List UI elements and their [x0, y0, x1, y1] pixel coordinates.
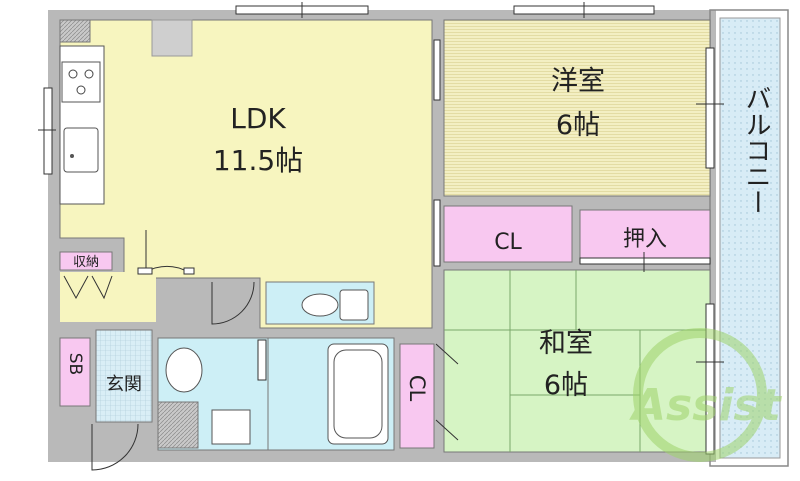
oshiire: [579, 209, 711, 261]
door-jamb: [137, 267, 153, 275]
tatami-lines: [444, 270, 710, 452]
pillar: [151, 19, 193, 57]
pipe-shaft-2: [157, 401, 199, 449]
wash-basin: [165, 347, 203, 393]
oshiire-label: 押入: [623, 227, 667, 252]
bathtub-inner: [333, 349, 383, 439]
ldk-room: [59, 19, 433, 329]
ldk-size: 11.5帖: [213, 144, 303, 177]
western-name: 洋室: [551, 66, 605, 97]
shuno-label: 収納: [73, 255, 99, 270]
stove: [61, 61, 101, 103]
japanese-name: 和室: [539, 328, 593, 359]
sink: [63, 127, 99, 173]
washer-pan: [211, 409, 251, 445]
closet-upper-label: CL: [494, 230, 522, 255]
genkan: [95, 329, 153, 423]
western-size: 6帖: [556, 110, 600, 141]
closet-upper: [443, 205, 573, 263]
balcony-label: バルコニー: [741, 85, 771, 215]
windows: [38, 2, 724, 455]
storage-shuno: [59, 251, 113, 271]
toilet-tank: [339, 289, 369, 321]
sink-drain-icon: [70, 154, 74, 158]
ldk-entry-strip: [60, 272, 156, 322]
door-jamb: [183, 267, 195, 275]
closet-vertical: [399, 343, 435, 449]
pipe-shaft: [59, 19, 91, 43]
watermark-logo: Assist: [629, 328, 783, 462]
japanese-room: [443, 269, 711, 453]
closet-vertical-label: CL: [405, 375, 429, 402]
western-room: [443, 19, 711, 197]
sb-label: SB: [65, 353, 85, 375]
burner-icon: [68, 69, 78, 79]
ldk-name: LDK: [230, 102, 286, 135]
toilet-bowl: [301, 293, 339, 317]
japanese-size: 6帖: [544, 370, 588, 401]
genkan-label: 玄関: [106, 374, 142, 395]
burner-icon: [84, 69, 94, 79]
burner-icon: [76, 85, 86, 95]
bathtub: [327, 343, 389, 445]
balcony: [719, 17, 781, 459]
watermark-text: Assist: [629, 380, 783, 431]
shoe-box: [59, 337, 91, 407]
